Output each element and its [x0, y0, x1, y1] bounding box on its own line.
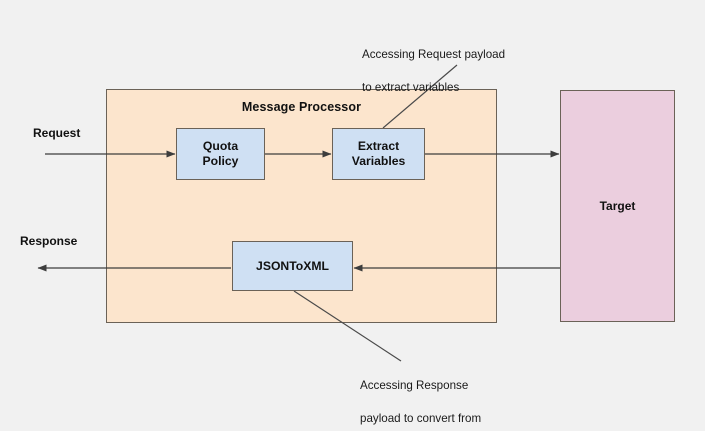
annotation-request-line1: Accessing Request payload	[362, 48, 506, 62]
jsontoxml-label: JSONToXML	[256, 258, 329, 273]
policy-box-jsontoxml[interactable]: JSONToXML	[232, 241, 353, 291]
message-processor-title: Message Processor	[241, 100, 362, 114]
annotation-request-payload: Accessing Request payload to extract var…	[362, 31, 505, 113]
annotation-response-payload: Accessing Response payload to convert fr…	[360, 362, 481, 431]
policy-box-extract-variables[interactable]: Extract Variables	[332, 128, 425, 180]
response-flow-label: Response	[20, 234, 78, 248]
extract-variables-label-line1: Extract	[357, 139, 400, 154]
annotation-response-line1: Accessing Response	[360, 379, 469, 393]
quota-policy-label-line1: Quota	[202, 139, 239, 154]
policy-box-quota-policy[interactable]: Quota Policy	[176, 128, 265, 180]
quota-policy-label-line2: Policy	[202, 154, 239, 168]
annotation-response-line2: payload to convert from	[360, 412, 482, 426]
request-flow-label: Request	[33, 126, 81, 140]
target-box: Target	[560, 90, 675, 322]
target-label: Target	[599, 199, 636, 213]
annotation-request-line2: to extract variables	[362, 81, 460, 95]
extract-variables-label-line2: Variables	[351, 154, 406, 168]
